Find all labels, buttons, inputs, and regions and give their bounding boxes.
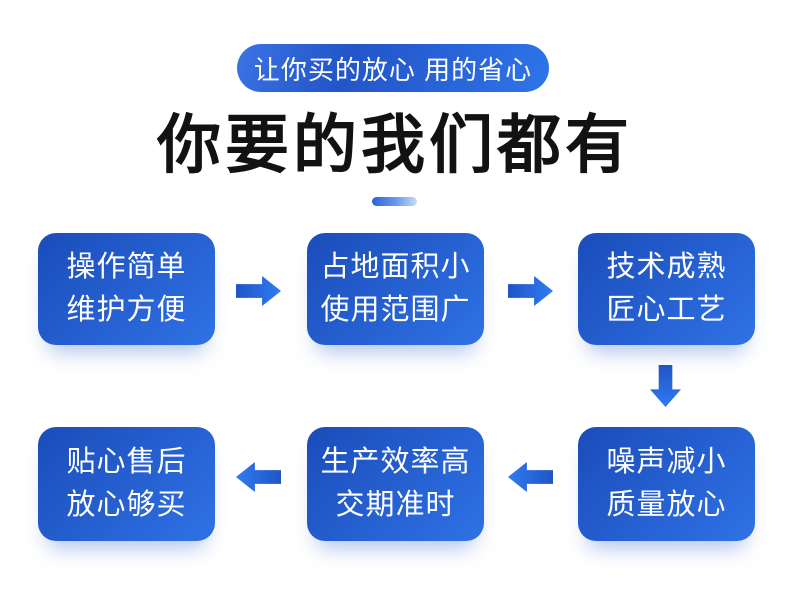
feature-box-5-line-2: 交期准时 [335, 489, 456, 521]
feature-box-5: 生产效率高 交期准时 [307, 427, 484, 541]
feature-box-5-line-1: 生产效率高 [320, 446, 471, 478]
feature-box-2-line-1: 占地面积小 [320, 251, 471, 283]
arrow-left-icon [508, 462, 553, 492]
feature-box-3: 技术成熟 匠心工艺 [578, 233, 755, 345]
feature-box-4-line-1: 噪声减小 [606, 446, 727, 478]
promo-badge: 让你买的放心 用的省心 [237, 44, 549, 92]
feature-box-2-line-2: 使用范围广 [320, 294, 471, 326]
feature-box-6: 贴心售后 放心够买 [38, 427, 215, 541]
feature-box-6-line-2: 放心够买 [66, 489, 187, 521]
feature-box-1-line-1: 操作简单 [66, 251, 187, 283]
feature-box-3-line-1: 技术成熟 [606, 251, 727, 283]
feature-box-4-line-2: 质量放心 [606, 489, 727, 521]
feature-box-2: 占地面积小 使用范围广 [307, 233, 484, 345]
feature-box-6-line-1: 贴心售后 [66, 446, 187, 478]
feature-box-4: 噪声减小 质量放心 [578, 427, 755, 541]
arrow-right-icon [236, 276, 281, 306]
arrow-right-icon [508, 276, 553, 306]
arrow-left-icon [236, 462, 281, 492]
title-underline-divider [372, 197, 417, 206]
feature-box-3-line-2: 匠心工艺 [606, 294, 727, 326]
arrow-down-icon [650, 365, 681, 407]
feature-box-1: 操作简单 维护方便 [38, 233, 215, 345]
promo-badge-label: 让你买的放心 用的省心 [253, 54, 533, 85]
feature-box-1-line-2: 维护方便 [66, 294, 187, 326]
page-title: 你要的我们都有 [157, 109, 633, 181]
